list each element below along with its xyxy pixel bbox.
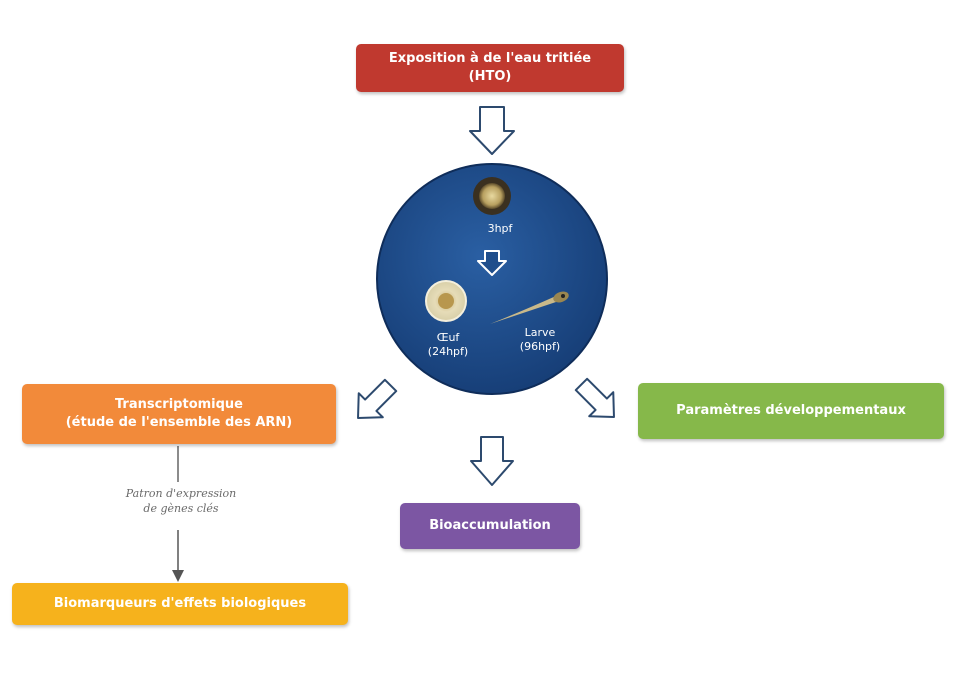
gene-expression-annotation: Patron d'expression de gènes clés (96, 486, 266, 517)
larva-label-line1: Larve (524, 326, 556, 339)
annotation-line1: Patron d'expression (125, 487, 237, 500)
egg-24hpf-image (425, 280, 467, 322)
small-down-arrow (477, 250, 507, 276)
transcriptomic-box: Transcriptomique (étude de l'ensemble de… (22, 384, 336, 444)
exposure-label-line2: (HTO) (468, 69, 512, 84)
transcriptomic-label-line1: Transcriptomique (114, 397, 244, 413)
biomarkers-box: Biomarqueurs d'effets biologiques (12, 583, 348, 625)
exposure-box: Exposition à de l'eau tritiée (HTO) (356, 44, 624, 92)
devparams-label: Paramètres développementaux (676, 403, 906, 419)
egg-3hpf-image (473, 177, 511, 215)
egg-label-line1: Œuf (436, 331, 460, 344)
arrow-to-devparams (574, 377, 615, 418)
bioaccumulation-box: Bioaccumulation (400, 503, 580, 549)
development-circle (376, 163, 608, 395)
annotation-line2: de gènes clés (143, 502, 219, 516)
egg-24hpf-label: Œuf (24hpf) (408, 331, 488, 359)
stage-3hpf-label: 3hpf (487, 222, 513, 235)
devparams-box: Paramètres développementaux (638, 383, 944, 439)
arrow-exposure-to-circle (469, 106, 515, 155)
larva-96hpf-label: Larve (96hpf) (500, 326, 580, 354)
exposure-label-line1: Exposition à de l'eau tritiée (388, 51, 592, 67)
larva-96hpf-image (490, 291, 569, 324)
bioaccumulation-label: Bioaccumulation (429, 518, 551, 534)
arrow-to-transcriptomic (357, 378, 398, 419)
larva-label-line2: (96hpf) (519, 339, 561, 353)
transcriptomic-label-line2: (étude de l'ensemble des ARN) (65, 415, 293, 430)
biomarkers-label: Biomarqueurs d'effets biologiques (53, 596, 307, 612)
arrow-to-bioaccumulation (470, 436, 514, 486)
egg-label-line2: (24hpf) (427, 344, 469, 358)
